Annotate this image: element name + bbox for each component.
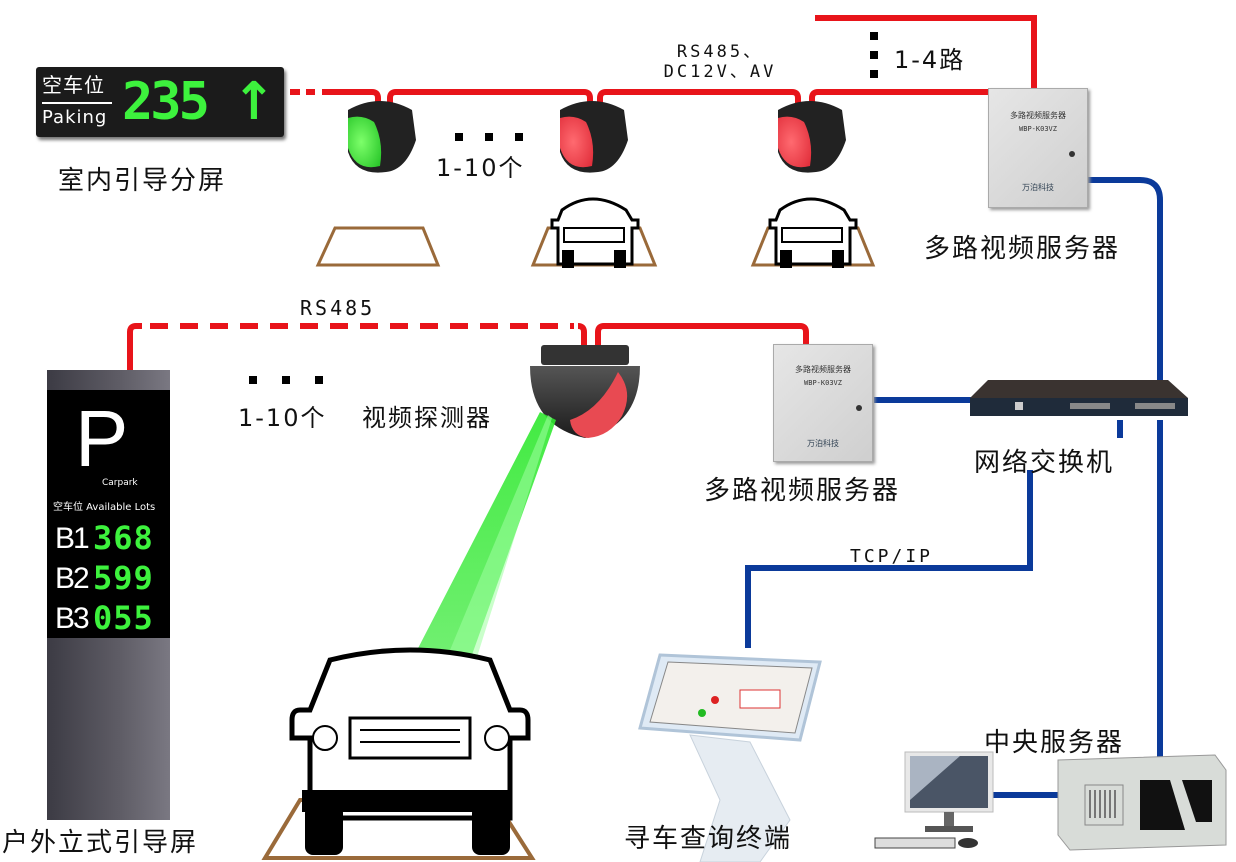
top-bus-label-line1: RS485、 — [676, 42, 764, 62]
parking-p-icon: P — [75, 394, 129, 483]
server-plate-title: 多路视频服务器 — [1010, 111, 1066, 120]
outdoor-sign-caption: 户外立式引导屏 — [2, 828, 199, 858]
parking-bay-occupied — [750, 197, 876, 268]
indoor-count-label: 1-10个 — [436, 154, 525, 182]
indicator-occupied — [560, 101, 628, 173]
level-count: 368 — [93, 519, 154, 557]
car-small-icon — [550, 197, 640, 268]
parking-bay-empty — [315, 226, 441, 267]
desktop-monitor — [874, 751, 994, 849]
tcpip-label: TCP/IP — [850, 546, 934, 567]
indicator-occupied — [778, 101, 846, 173]
indoor-sign-caption: 室内引导分屏 — [58, 166, 227, 196]
level-count: 055 — [93, 599, 154, 637]
detector-count-dots — [249, 376, 323, 384]
level-row-b3: B3 055 — [55, 600, 170, 638]
indicator-free — [348, 101, 416, 173]
video-detector — [530, 345, 640, 438]
query-kiosk — [638, 653, 822, 862]
indoor-sign-label-en: Paking — [42, 107, 108, 128]
level-label: B3 — [55, 602, 90, 635]
lower-bus-label: RS485 — [300, 296, 376, 320]
level-count: 599 — [93, 559, 154, 597]
network-switch — [970, 380, 1188, 416]
arrow-up-icon: ↑ — [232, 72, 276, 132]
level-label: B2 — [55, 562, 90, 595]
indoor-count-dots — [455, 133, 523, 141]
video-server-top-caption: 多路视频服务器 — [924, 234, 1121, 264]
top-bus-label: RS485、 DC12V、AV — [650, 42, 790, 82]
pillar-available-label: 空车位 Available Lots — [53, 502, 156, 513]
indoor-sign-divider — [42, 102, 112, 104]
central-server-caption: 中央服务器 — [984, 728, 1125, 758]
server-brand: 万泊科技 — [1022, 183, 1054, 192]
server-lock-icon — [856, 405, 862, 411]
server-plate-model: WBP-K03VZ — [804, 379, 842, 387]
level-row-b2: B2 599 — [55, 560, 170, 598]
outdoor-guidance-pillar: P Carpark 空车位 Available Lots B1 368 B2 5… — [47, 370, 170, 820]
indoor-sign-label-cn: 空车位 — [42, 73, 105, 97]
detector-count-label: 1-10个 — [238, 404, 327, 432]
server-brand: 万泊科技 — [807, 439, 839, 448]
level-row-b1: B1 368 — [55, 520, 170, 558]
switch-caption: 网络交换机 — [974, 448, 1115, 478]
car-large-icon — [289, 647, 531, 855]
kiosk-caption: 寻车查询终端 — [624, 824, 793, 854]
top-power-bus — [290, 15, 1037, 106]
detector-name-label: 视频探测器 — [362, 404, 492, 432]
video-server-mid: 多路视频服务器 WBP-K03VZ 万泊科技 — [773, 344, 873, 462]
car-small-icon — [768, 197, 858, 268]
central-server — [1057, 754, 1227, 851]
channel-dots — [870, 32, 878, 78]
pillar-carpark-label: Carpark — [102, 478, 138, 488]
video-server-top: 多路视频服务器 WBP-K03VZ 万泊科技 — [988, 88, 1088, 208]
level-label: B1 — [55, 522, 90, 555]
parking-bay-occupied — [530, 197, 658, 268]
server-lock-icon — [1069, 151, 1075, 157]
server-plate-model: WBP-K03VZ — [1019, 125, 1057, 133]
server-plate-title: 多路视频服务器 — [795, 365, 851, 374]
lower-rs485-bus — [127, 323, 809, 370]
indoor-sign-count: 235 — [122, 72, 210, 132]
top-bus-label-line2: DC12V、AV — [663, 62, 777, 82]
channels-label: 1-4路 — [894, 46, 966, 74]
network-lines — [745, 177, 1163, 798]
indoor-guidance-sign: 空车位 Paking 235 ↑ — [36, 67, 284, 137]
video-server-mid-caption: 多路视频服务器 — [704, 476, 901, 506]
